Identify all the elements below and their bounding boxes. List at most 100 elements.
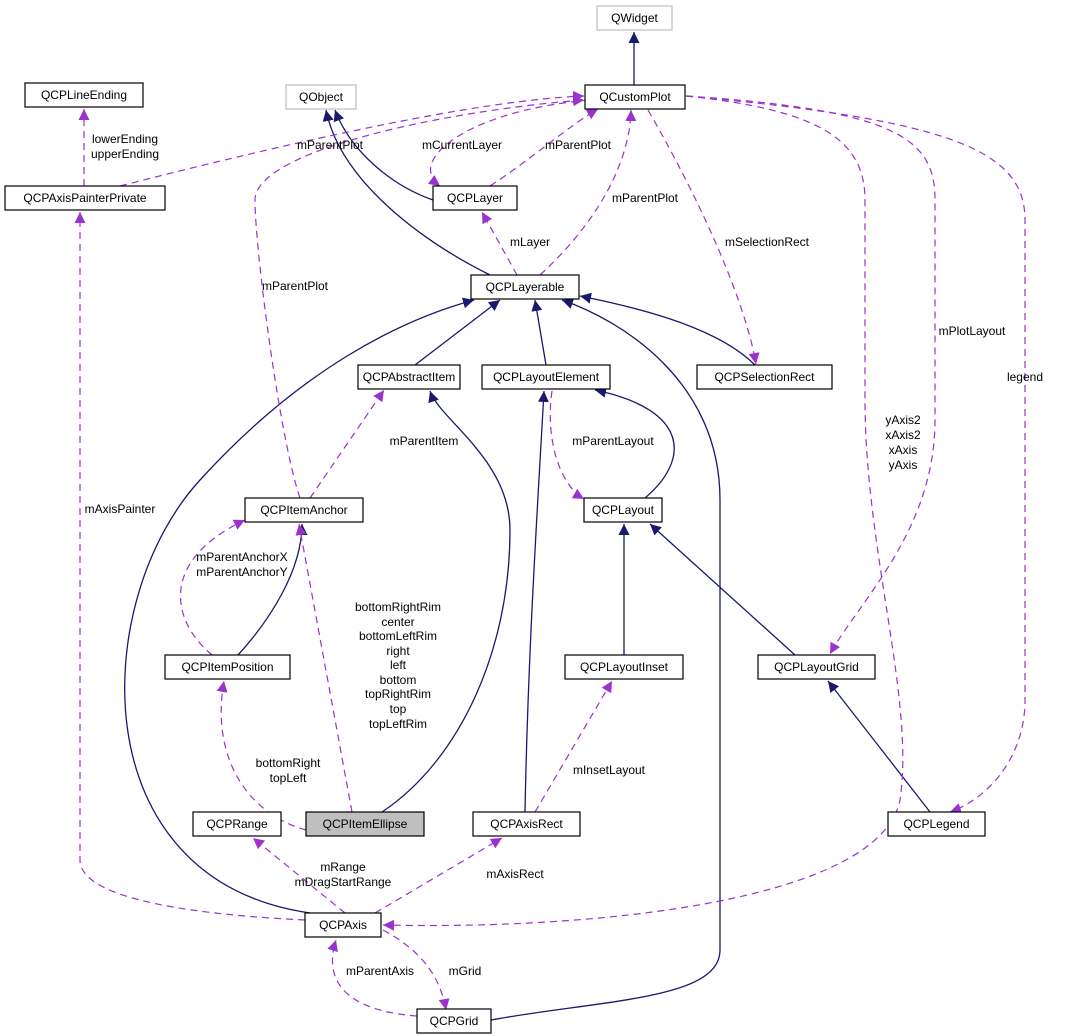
node-qcplayoutinset[interactable]: QCPLayoutInset <box>564 654 684 680</box>
edge-label: mRange <box>320 860 366 874</box>
node-qcpitemellipse[interactable]: QCPItemEllipse <box>305 811 425 837</box>
edge-layer-parentplot <box>489 108 599 187</box>
node-box <box>481 364 611 390</box>
node-qwidget[interactable]: QWidget <box>596 5 673 31</box>
edge-label: topLeft <box>270 771 307 785</box>
edge-qcpabstractitem-qcplayerable <box>414 299 501 366</box>
edge-label: mLayer <box>510 235 550 249</box>
node-label: QCPLayoutElement <box>493 370 600 384</box>
edge-currentlayer <box>427 99 591 187</box>
node-box <box>416 1008 492 1034</box>
node-label: QCPLayer <box>447 191 503 205</box>
edge-qcplayer-qobject <box>333 109 434 201</box>
node-label: QCPLegend <box>903 817 969 831</box>
edge-selectionrect <box>647 109 760 365</box>
edge-range <box>252 837 346 914</box>
edge-ellipse-anchors <box>295 523 353 813</box>
edge-axes <box>382 95 904 931</box>
edge-axispainter <box>74 212 306 921</box>
node-qcplayer[interactable]: QCPLayer <box>432 185 518 211</box>
edge-layer <box>481 211 518 276</box>
edge-axisrect <box>374 837 503 914</box>
edge-label: topRightRim <box>365 687 431 701</box>
edge-label: mParentAxis <box>346 964 414 978</box>
node-qcpaxispainterprivate[interactable]: QCPAxisPainterPrivate <box>4 185 166 211</box>
edge-qcpitemellipse-qcpabstractitem <box>381 390 511 813</box>
edge-label: mGrid <box>449 964 482 978</box>
edge-label: xAxis <box>889 443 918 457</box>
node-qcpselectionrect[interactable]: QCPSelectionRect <box>696 364 833 390</box>
edge-ellipse-positions <box>216 680 307 831</box>
edge-qcpaxis-qcplayerable <box>124 297 475 914</box>
edge-label: mCurrentLayer <box>422 138 502 152</box>
node-qcpgrid[interactable]: QCPGrid <box>416 1008 492 1034</box>
node-label: QCPLayoutInset <box>580 660 669 674</box>
edge-qcplayerable-qobject <box>322 109 491 276</box>
node-box <box>757 654 876 680</box>
node-box <box>305 811 425 837</box>
node-qcpitemanchor[interactable]: QCPItemAnchor <box>244 497 364 523</box>
edge-label: mDragStartRange <box>295 875 392 889</box>
edge-label: legend <box>1007 370 1043 384</box>
node-label: QCPLayout <box>592 503 655 517</box>
edge-label: mParentAnchorY <box>196 565 287 579</box>
edge-label: xAxis2 <box>885 428 921 442</box>
edge-label: mParentPlot <box>612 191 679 205</box>
edge-parentitem <box>309 389 385 499</box>
node-qcplayoutgrid[interactable]: QCPLayoutGrid <box>757 654 876 680</box>
node-qcpaxis[interactable]: QCPAxis <box>304 912 382 938</box>
usage-edges <box>74 90 1026 1017</box>
node-qcplayout[interactable]: QCPLayout <box>583 497 663 523</box>
node-label: QCustomPlot <box>599 90 671 104</box>
node-qcplineending[interactable]: QCPLineEnding <box>24 82 144 108</box>
node-label: QCPLayoutGrid <box>774 660 859 674</box>
node-qcpaxisrect[interactable]: QCPAxisRect <box>472 811 581 837</box>
edge-parentaxis <box>327 939 418 1017</box>
node-label: QCPItemAnchor <box>260 503 347 517</box>
node-box <box>696 364 833 390</box>
edge-qcpgrid-qcplayerable <box>490 298 721 1021</box>
edge-label: upperEnding <box>91 147 159 161</box>
edge-label: right <box>386 644 410 658</box>
node-qcplegend[interactable]: QCPLegend <box>887 811 986 837</box>
edge-qcplayout-qcplayoutelement <box>594 386 675 499</box>
edge-label: bottomLeftRim <box>359 629 437 643</box>
edge-label: left <box>390 658 407 672</box>
edge-label: mAxisPainter <box>85 502 156 516</box>
edge-label: mParentPlot <box>262 279 329 293</box>
edge-label: mAxisRect <box>486 867 544 881</box>
node-qcplayoutelement[interactable]: QCPLayoutElement <box>481 364 611 390</box>
edge-grid <box>382 929 450 1011</box>
edge-label: lowerEnding <box>92 132 158 146</box>
node-qcustomplot[interactable]: QCustomPlot <box>584 84 686 110</box>
node-qcpitemposition[interactable]: QCPItemPosition <box>164 654 291 680</box>
edge-label: bottomRight <box>256 756 321 770</box>
node-label: QCPSelectionRect <box>714 370 815 384</box>
node-box <box>596 5 673 31</box>
node-qcplayerable[interactable]: QCPLayerable <box>470 274 580 300</box>
edge-label: top <box>390 702 407 716</box>
edge-painter-parentplot <box>119 90 585 187</box>
edge-label: topLeftRim <box>369 717 427 731</box>
node-label: QObject <box>299 90 344 104</box>
node-qcpabstractitem[interactable]: QCPAbstractItem <box>357 364 461 390</box>
node-label: QCPAxis <box>319 918 367 932</box>
node-label: QCPAbstractItem <box>363 370 455 384</box>
edge-label: mParentAnchorX <box>196 550 287 564</box>
node-box <box>584 84 686 110</box>
edge-label: bottom <box>380 673 417 687</box>
node-box <box>285 84 357 110</box>
edge-qcplayoutgrid-qcplayout <box>649 523 796 656</box>
node-box <box>470 274 580 300</box>
node-box <box>164 654 291 680</box>
node-qobject[interactable]: QObject <box>285 84 357 110</box>
edge-qcpaxisrect-qcplayoutelement <box>524 390 549 813</box>
node-box <box>192 811 282 837</box>
node-label: QCPAxisRect <box>490 817 563 831</box>
node-box <box>4 185 166 211</box>
node-qcprange[interactable]: QCPRange <box>192 811 282 837</box>
edge-label: mInsetLayout <box>573 763 646 777</box>
node-label: QCPAxisPainterPrivate <box>23 191 146 205</box>
